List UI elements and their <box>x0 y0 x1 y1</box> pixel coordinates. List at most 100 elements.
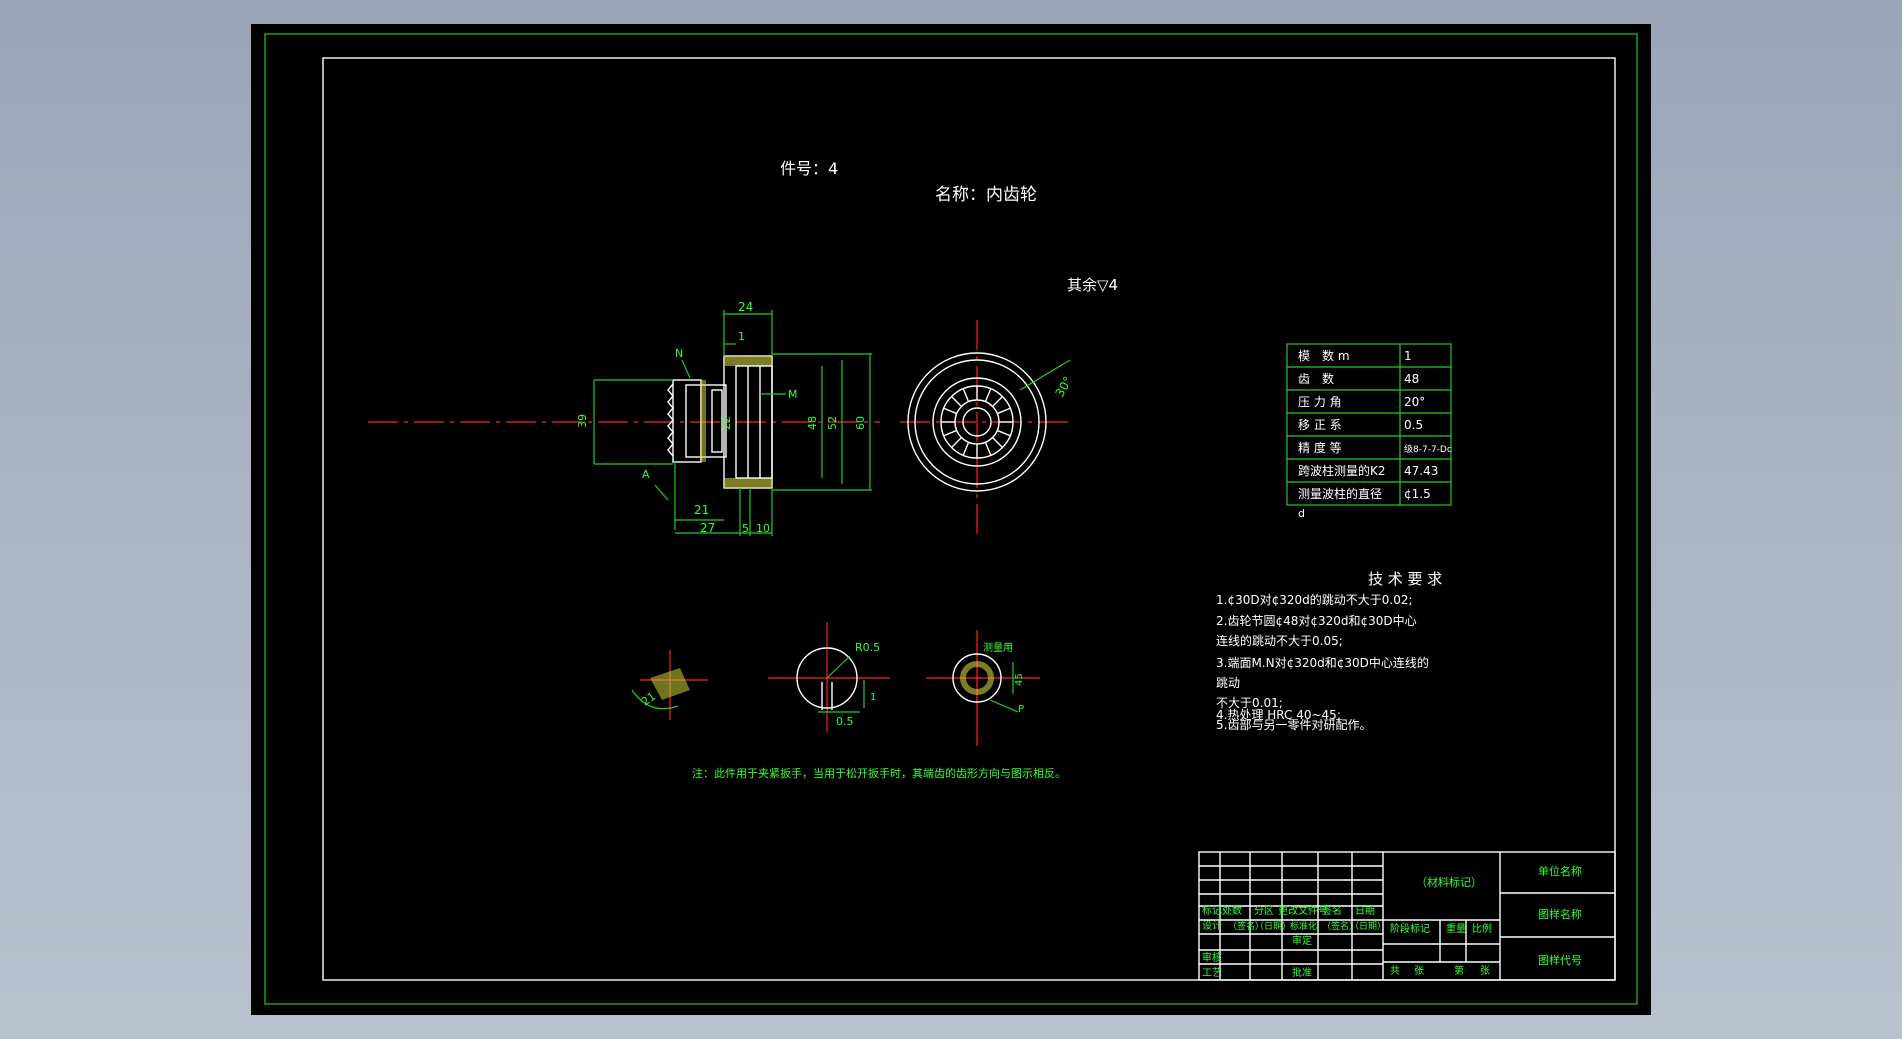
gear-row-value: 0.5 <box>1404 418 1423 432</box>
detail2-radius: R0.5 <box>855 641 880 654</box>
spline-spoke <box>992 396 1003 407</box>
tb-change-doc: 更改文件号 <box>1278 904 1328 917</box>
dim-1: 1 <box>738 330 745 343</box>
tb-weight: 重量 <box>1446 922 1466 935</box>
gear-row-value: 级8-7-7-Dc <box>1404 443 1452 455</box>
tb-sheets: 张 <box>1414 965 1424 977</box>
dim-5: 5 <box>742 522 749 535</box>
section-view: 24 1 N M A 39 22 48 52 60 21 27 5 10 <box>368 300 880 536</box>
tb-check: 审定 <box>1292 934 1312 947</box>
tb-standardize: 标准化 <box>1290 920 1317 932</box>
tb-sign: 签名 <box>1322 904 1342 917</box>
gear-row-label: 移 正 系 <box>1298 418 1342 432</box>
tb-review: 审核 <box>1202 951 1222 964</box>
label-A: A <box>642 468 650 481</box>
surface-finish-note: 其余▽4 <box>1067 276 1118 294</box>
spline-spoke <box>997 429 1011 437</box>
detail-view-1: 21 <box>631 650 708 720</box>
part-number: 件号：4 <box>780 159 838 178</box>
gear-row-label: 模 数 m <box>1298 348 1350 363</box>
spline-spoke <box>992 437 1003 448</box>
tb-date: 日期 <box>1355 905 1375 917</box>
spline-spoke <box>962 442 970 456</box>
tech-line: 连线的跳动不大于0.05; <box>1216 633 1343 648</box>
tech-title: 技 术 要 求 <box>1368 570 1442 588</box>
gear-row-label: 精 度 等 <box>1298 440 1342 455</box>
tb-total: 共 <box>1390 965 1400 977</box>
tb-design: 设计 <box>1202 919 1222 932</box>
usage-note: 注：此件用于夹紧扳手，当用于松开扳手时，其端齿的齿形方向与图示相反。 <box>692 766 1066 780</box>
gear-row-value: 47.43 <box>1404 464 1438 478</box>
detail3-p: P <box>1018 704 1024 715</box>
spline-spoke <box>943 429 957 437</box>
part-name: 名称：内齿轮 <box>935 185 1037 205</box>
spline-spoke <box>997 407 1011 415</box>
gear-parameter-table: 模 数 m 1 齿 数 48 压 力 角 20° 移 正 系 0.5 精 度 等 级8-7-7-D… <box>1286 343 1452 520</box>
tb-count: 处数 <box>1222 904 1242 917</box>
dim-27: 27 <box>700 521 715 535</box>
dim-22: 22 <box>720 416 733 430</box>
tb-signature: （签名） <box>1228 920 1264 932</box>
tb-approve: 批准 <box>1292 966 1312 979</box>
tb-material-mark: （材料标记） <box>1416 875 1482 889</box>
detail2-width: 0.5 <box>836 715 854 728</box>
table-footnote: d <box>1298 507 1305 520</box>
detail-view-3: 测量用 45 P <box>926 630 1040 746</box>
tech-line: 跳动 <box>1216 676 1240 690</box>
dim-52: 52 <box>826 416 839 430</box>
outer-frame <box>264 33 1638 1005</box>
label-M: M <box>788 388 798 401</box>
tb-craft: 工艺 <box>1202 967 1222 979</box>
dim-21: 21 <box>694 503 709 517</box>
inner-frame <box>322 57 1616 981</box>
drawing-sheet <box>251 24 1651 1015</box>
hatch-bottom <box>724 478 772 488</box>
hatch-top <box>724 356 772 366</box>
tb-signature-2: （签名） <box>1322 920 1358 932</box>
gear-row-label: 压 力 角 <box>1298 395 1342 409</box>
tech-line: 1.¢30D对¢320d的跳动不大于0.02; <box>1216 592 1413 607</box>
dim-24: 24 <box>738 300 753 314</box>
tb-drawing-name: 图样名称 <box>1538 907 1582 921</box>
tech-line: 不大于0.01; <box>1216 696 1283 710</box>
detail2-depth: 1 <box>870 692 876 703</box>
gear-row-value: 48 <box>1404 372 1419 386</box>
title-block: （材料标记） 单位名称 图样名称 图样代号 标记 处数 分区 更改文件号 签名 … <box>1198 851 1616 981</box>
tb-page: 第 <box>1454 964 1464 977</box>
spline-spokes <box>941 386 1013 458</box>
spline-spoke <box>951 396 962 407</box>
tb-scale: 比例 <box>1472 922 1492 935</box>
tb-stage-mark: 阶段标记 <box>1390 922 1430 935</box>
tech-line: 5.齿部与另一零件对研配作。 <box>1216 717 1371 732</box>
tb-mark: 标记 <box>1202 905 1222 917</box>
gear-teeth-profile <box>667 383 674 457</box>
tb-date-2: （日期） <box>1350 921 1386 932</box>
spline-spoke <box>984 388 992 402</box>
technical-requirements: 技 术 要 求 1.¢30D对¢320d的跳动不大于0.02; 2.齿轮节圆¢48… <box>1216 570 1442 732</box>
gear-row-value: 1 <box>1404 349 1412 363</box>
tech-line: 3.端面M.N对¢320d和¢30D中心连线的 <box>1216 655 1429 670</box>
gear-row-value: ¢1.5 <box>1404 487 1431 501</box>
flange-bore <box>735 365 773 479</box>
tb-drawing-code: 图样代号 <box>1538 953 1582 967</box>
outer-circle <box>907 352 1047 492</box>
label-N: N <box>675 347 683 360</box>
tech-line: 4.热处理 HRC 40~45; <box>1216 708 1341 722</box>
spline-spoke <box>984 442 992 456</box>
tb-page-sheets: 张 <box>1480 965 1490 977</box>
tb-unit-name: 单位名称 <box>1538 864 1582 878</box>
gear-row-value: 20° <box>1404 395 1425 409</box>
spline-spoke <box>962 388 970 402</box>
tb-date-1: （日期） <box>1255 921 1291 932</box>
detail-view-2: R0.5 0.5 1 <box>768 622 890 732</box>
spline-spoke <box>951 437 962 448</box>
detail3-measure: 测量用 <box>983 641 1013 654</box>
dim-48: 48 <box>806 416 819 430</box>
dim-60: 60 <box>854 416 867 430</box>
gear-row-label: 齿 数 <box>1298 371 1334 386</box>
gear-row-label: 测量波柱的直径 <box>1298 486 1382 501</box>
tech-line: 2.齿轮节圆¢48对¢320d和¢30D中心 <box>1216 613 1417 628</box>
gear-row-label: 跨波柱测量的K2 <box>1298 463 1386 478</box>
